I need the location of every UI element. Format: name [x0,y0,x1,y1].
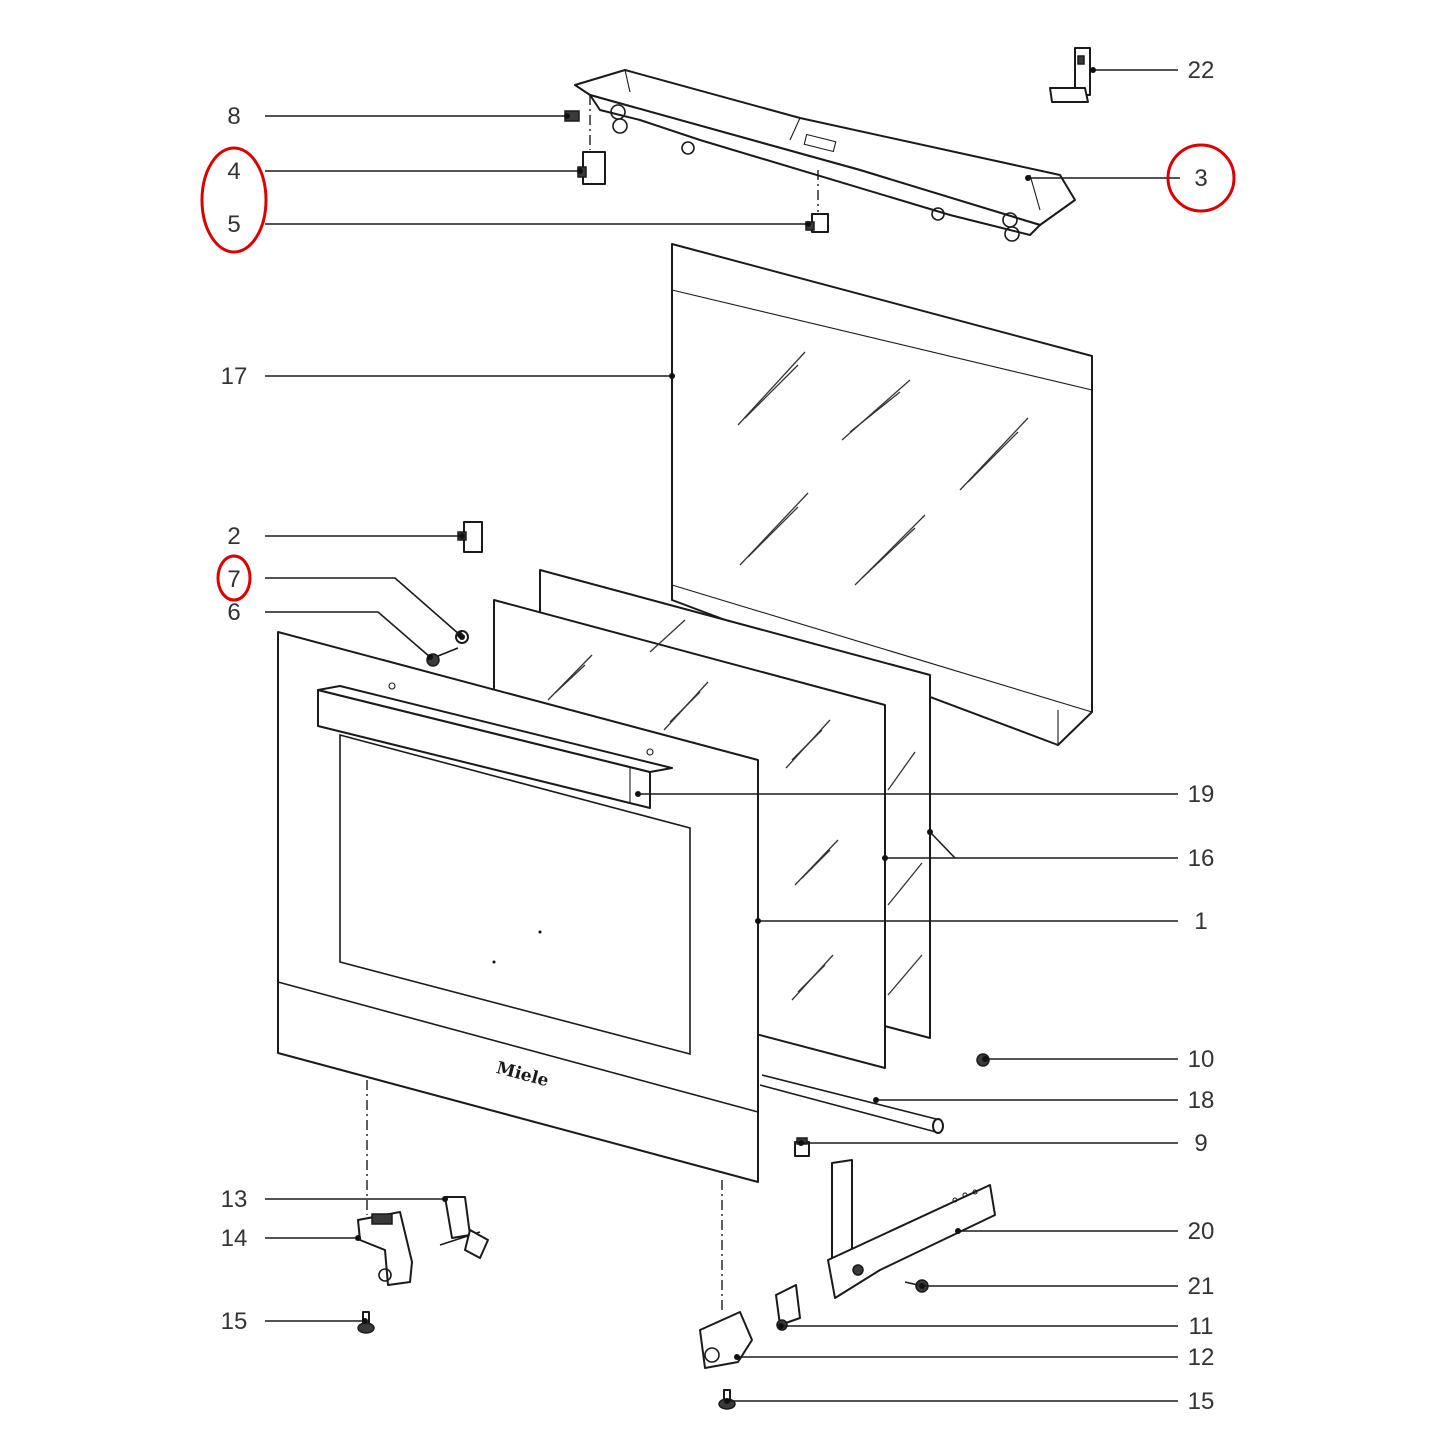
callout-9: 9 [1194,1130,1207,1157]
part-11-right-lever [775,1284,801,1331]
callout-13: 13 [221,1186,248,1213]
callout-12: 12 [1188,1344,1215,1371]
part-12-right-hinge [699,1311,753,1369]
callout-10: 10 [1188,1046,1215,1073]
part-18-rod [759,1074,944,1134]
highlight-4-5 [200,146,268,254]
leader-lines [265,67,1180,1404]
part-17-rear-glass [671,243,1093,746]
callout-15-right: 15 [1188,1388,1215,1415]
callout-14: 14 [221,1225,248,1252]
callout-1: 1 [1194,908,1207,935]
callout-18: 18 [1188,1087,1215,1114]
part-13-left-lever [439,1196,489,1259]
callout-2: 2 [227,523,240,550]
part-22-bracket [1049,47,1091,103]
part-19-handle [317,685,673,809]
callout-8: 8 [227,103,240,130]
callout-6: 6 [227,599,240,626]
callout-7: 7 [227,566,240,593]
callout-11: 11 [1189,1313,1214,1340]
part-20-hinge-assembly [827,1159,996,1299]
callout-15-left: 15 [221,1308,248,1335]
callout-16: 16 [1188,845,1215,872]
callout-20: 20 [1188,1218,1215,1245]
callout-21: 21 [1188,1273,1215,1300]
highlight-3 [1166,143,1236,213]
callout-labels: 8 4 5 22 3 17 2 7 6 19 16 1 10 18 9 13 2… [221,57,1215,1415]
callout-22: 22 [1188,57,1215,84]
highlight-marks [200,143,1236,602]
part-3-top-rail [574,69,1076,242]
callout-3: 3 [1194,165,1207,192]
highlight-7 [216,554,252,602]
callout-5: 5 [227,211,240,238]
callout-19: 19 [1188,781,1215,808]
part-14-left-hinge [357,1211,413,1286]
callout-17: 17 [221,363,248,390]
part-4-clip [577,151,606,185]
callout-4: 4 [227,158,240,185]
